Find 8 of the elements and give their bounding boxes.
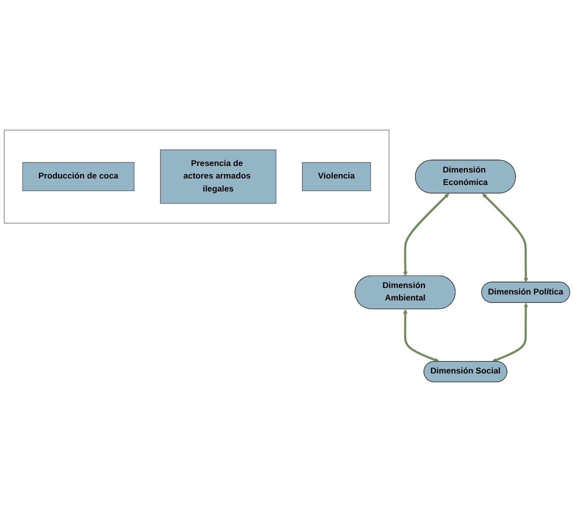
arrow <box>403 193 449 276</box>
arrow <box>492 302 528 362</box>
node-box: Producción de coca <box>22 162 134 192</box>
node-box: Presencia de actores armados ilegales <box>160 150 276 204</box>
node-box: Violencia <box>302 162 371 192</box>
cluster <box>4 130 390 224</box>
arrow <box>482 193 528 282</box>
arrow <box>403 309 440 362</box>
